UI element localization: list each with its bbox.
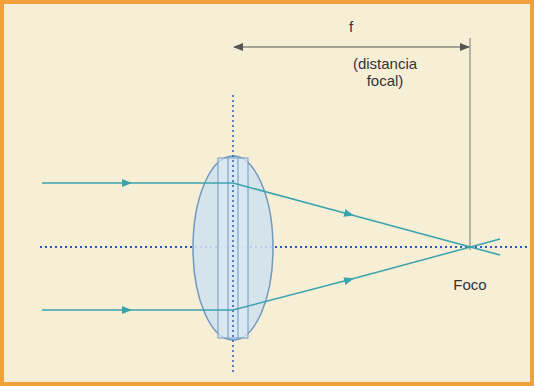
focus-line bbox=[470, 38, 471, 250]
light-rays bbox=[42, 183, 500, 310]
lens-plane bbox=[232, 95, 234, 372]
focus-label: Foco bbox=[440, 276, 500, 293]
lens-illustration bbox=[4, 4, 530, 382]
optical-axis bbox=[40, 246, 530, 248]
dimension-symbol: f bbox=[336, 18, 366, 35]
dimension-note: (distancia focal) bbox=[340, 55, 430, 90]
dimension-line bbox=[234, 47, 469, 48]
